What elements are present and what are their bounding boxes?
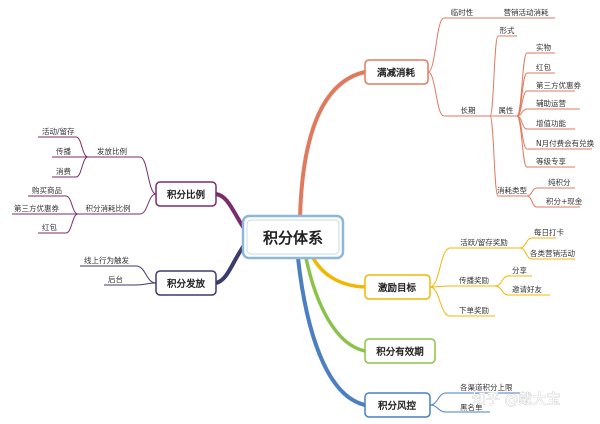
node-fafang-label: 积分发放 (167, 278, 206, 290)
spread-item: 分享 (512, 265, 527, 275)
consume-ratio-item: 购买商品 (32, 185, 62, 195)
leaf-form: 形式 (500, 25, 515, 35)
fengkong-item: 黑名单 (460, 402, 483, 412)
node-jili-label: 激励目标 (378, 282, 417, 294)
leaf-consume-type: 消耗类型 (497, 185, 527, 195)
node-youxiao-label: 积分有效期 (376, 346, 424, 358)
attr-item: 第三方优惠券 (536, 80, 581, 90)
node-youxiao[interactable] (364, 338, 436, 364)
leaf-attribute: 属性 (499, 105, 514, 115)
attr-item: 实物 (536, 42, 551, 52)
fengkong-item: 各渠道积分上限 (460, 382, 513, 392)
fafang-item: 后台 (108, 274, 123, 284)
manjian-to-temporary (427, 17, 485, 73)
branch-line-bili (214, 192, 247, 232)
branch-line-fengkong (296, 256, 367, 407)
spread-item: 邀请好友 (512, 284, 542, 294)
leaf-spread: 传播奖励 (459, 275, 489, 285)
longterm-to-consume (489, 115, 527, 197)
consume-ratio-item: 第三方优惠券 (14, 203, 59, 213)
leaf-issue-ratio: 发放比例 (97, 146, 127, 156)
node-fafang[interactable] (155, 270, 217, 296)
branch-line-fafang (214, 242, 247, 285)
issue-item: 传播 (56, 146, 71, 156)
consume-item: 纯积分 (548, 177, 571, 187)
longterm-to-form (489, 35, 517, 117)
fafang-item: 线上行为触发 (84, 255, 129, 265)
leaf-active: 活跃/留存奖励 (460, 237, 508, 247)
node-jili[interactable] (364, 274, 431, 300)
center-node[interactable] (241, 214, 345, 260)
consume-ratio-item: 红包 (42, 222, 57, 232)
leaf-temporary: 临时性 (451, 7, 474, 17)
attr-item: N月付费会有兑换 (536, 138, 595, 148)
attr-item: 红包 (536, 62, 551, 72)
leaf-consume-ratio: 积分消耗比例 (86, 203, 131, 213)
branch-line-jili (310, 254, 367, 289)
attr-item: 辅助运营 (536, 98, 566, 108)
manjian-to-longterm (427, 71, 490, 117)
leaf-temporary-child: 营销活动消耗 (504, 7, 549, 17)
consume-item: 积分+现金 (546, 196, 583, 206)
node-manjian[interactable] (364, 59, 429, 85)
node-fengkong-label: 积分风控 (378, 400, 417, 412)
leaf-order: 下单奖励 (459, 305, 489, 315)
issue-item: 活动/留存 (42, 126, 75, 136)
attr-item: 增值功能 (536, 118, 566, 128)
attr-item: 等级专享 (536, 156, 566, 166)
center-label: 积分体系 (263, 229, 323, 247)
leaf-longterm: 长期 (461, 105, 476, 115)
branch-line-youxiao (304, 256, 367, 353)
branch-line-manjian (298, 70, 367, 220)
node-manjian-label: 满减消耗 (377, 67, 416, 79)
issue-item: 消费 (56, 166, 71, 176)
active-item: 各类营销活动 (530, 248, 575, 258)
node-fengkong[interactable] (364, 392, 431, 418)
node-bili-label: 积分比例 (167, 189, 205, 201)
active-item: 每日打卡 (534, 227, 564, 237)
node-bili[interactable] (155, 181, 217, 207)
watermark: 知乎 @戴大宝 (472, 391, 560, 408)
